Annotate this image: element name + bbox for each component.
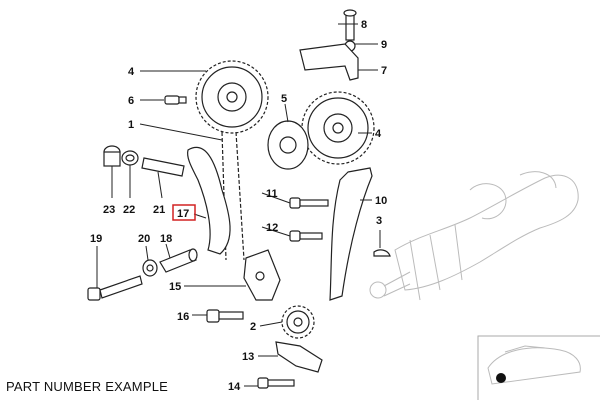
label-1: 1 [128, 119, 134, 131]
bolt-16 [206, 309, 244, 323]
bracket-13 [275, 341, 323, 373]
sprocket-hub [267, 120, 309, 170]
tensioner-rail-15 [243, 249, 281, 301]
guide-rail-left [187, 146, 231, 255]
label-9: 9 [381, 39, 387, 51]
bolt-11 [289, 197, 329, 209]
label-17: 17 [177, 208, 189, 220]
woodruff-key [373, 249, 391, 257]
guide-rail-right [329, 167, 373, 301]
camshaft-sprocket-left [195, 60, 269, 134]
vehicle-thumbnail[interactable] [477, 335, 600, 400]
label-15: 15 [169, 281, 181, 293]
label-3: 3 [376, 215, 382, 227]
label-17-highlighted[interactable]: 17 [172, 204, 196, 221]
label-23: 23 [103, 204, 115, 216]
bolt-12 [289, 230, 323, 242]
label-13: 13 [242, 351, 254, 363]
bolt-19 [87, 275, 143, 301]
sleeve-18 [159, 248, 198, 273]
label-19: 19 [90, 233, 102, 245]
label-2: 2 [250, 321, 256, 333]
label-7: 7 [381, 65, 387, 77]
label-22: 22 [123, 204, 135, 216]
label-16: 16 [177, 311, 189, 323]
label-14: 14 [228, 381, 241, 393]
timing-chain [221, 131, 245, 261]
crankshaft-outline [369, 171, 579, 301]
part-number-example-caption: PART NUMBER EXAMPLE [6, 379, 169, 394]
label-21: 21 [153, 204, 165, 216]
label-11: 11 [266, 188, 278, 200]
label-8: 8 [361, 19, 367, 31]
label-12: 12 [266, 222, 278, 234]
small-parts-left [103, 145, 185, 177]
label-4-lower: 4 [375, 128, 382, 140]
label-5: 5 [281, 93, 287, 105]
washer-20 [142, 259, 158, 277]
label-20: 20 [138, 233, 150, 245]
chain-tensioner-block [299, 9, 359, 81]
label-6: 6 [128, 95, 134, 107]
leader-lines [96, 23, 381, 387]
label-4-upper: 4 [128, 66, 135, 78]
location-dot-icon [496, 373, 506, 383]
bolt-6 [164, 95, 187, 105]
highlight-box [172, 204, 196, 221]
bolt-14 [257, 377, 295, 389]
label-18: 18 [160, 233, 172, 245]
crankshaft-sprocket [281, 305, 315, 339]
camshaft-sprocket-right [301, 91, 375, 165]
label-10: 10 [375, 195, 387, 207]
